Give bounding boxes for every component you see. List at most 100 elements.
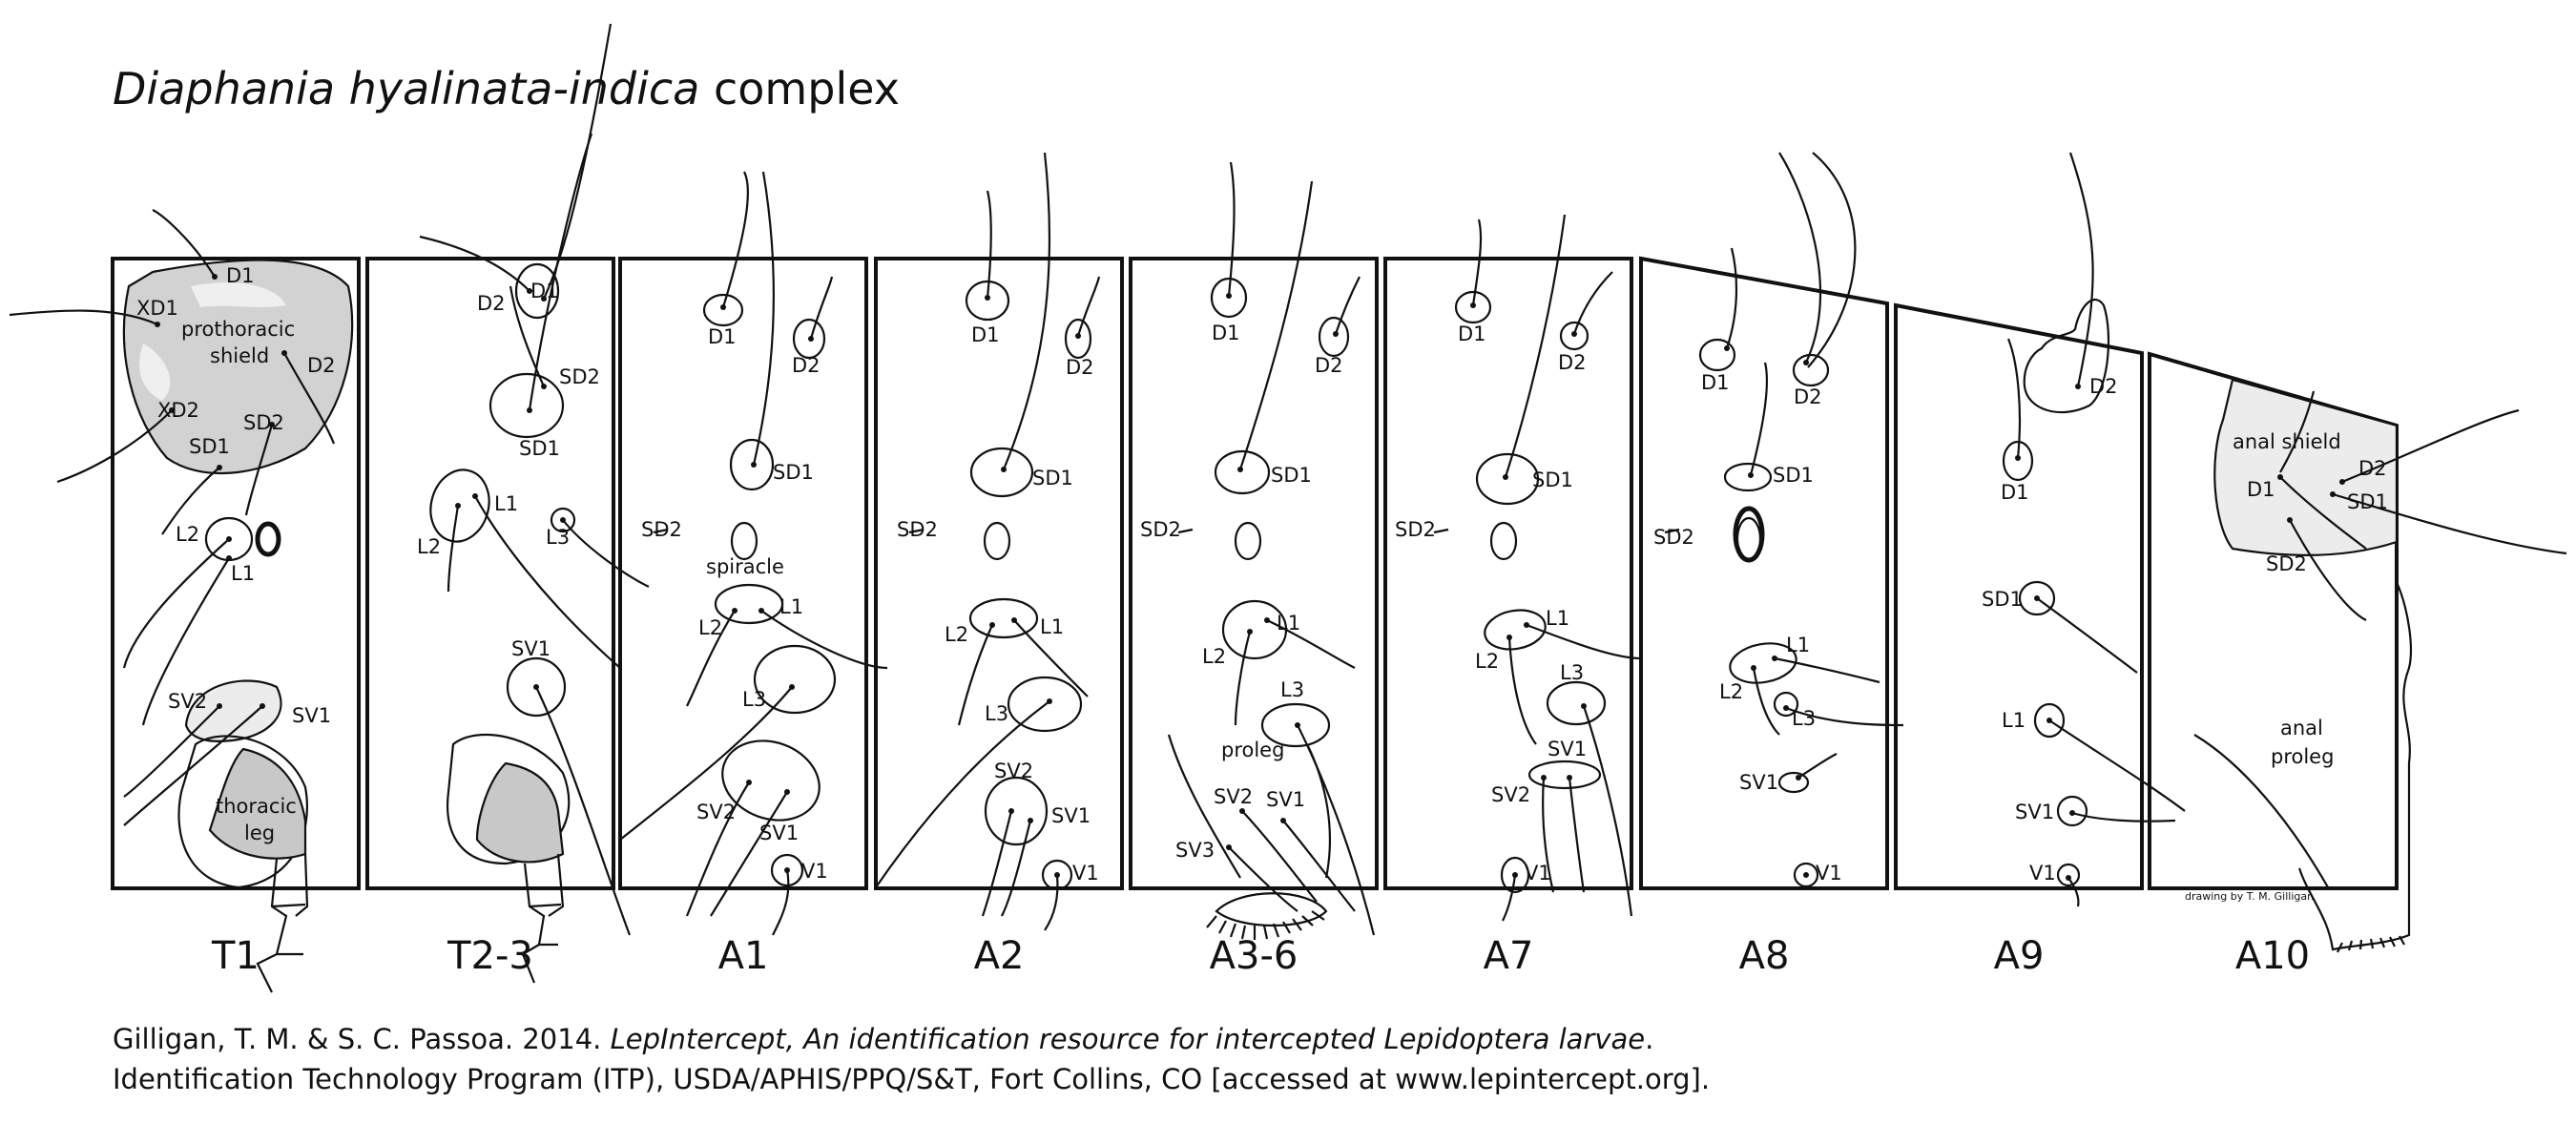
label-a1-sv1: SV1 [759,822,799,844]
label-a10-anal-shield: anal shield [2233,430,2341,453]
label-t1-thoracic: thoracic [216,795,297,818]
label-t23-l1: L1 [494,492,518,515]
label-a2-l1: L1 [1040,615,1064,638]
segment-name-a7: A7 [1484,934,1534,978]
label-a7-sd2: SD2 [1395,518,1436,541]
label-a36-d2: D2 [1315,354,1343,377]
label-t23-l3: L3 [546,526,570,549]
label-a10-d1: D1 [2247,478,2275,501]
label-t1-l2: L2 [176,523,199,546]
citation-authors: Gilligan, T. M. & S. C. Passoa. 2014. [113,1023,611,1055]
label-a2-l3: L3 [985,702,1008,725]
label-a9-sv1: SV1 [2015,801,2054,823]
label-t1-xd1: XD1 [136,297,178,320]
label-a36-l1: L1 [1277,612,1300,635]
segment-name-a3-6: A3-6 [1210,934,1298,978]
label-a2-d1: D1 [971,323,1000,346]
label-t23-d1: D1 [530,280,559,302]
label-a7-v1: V1 [1525,862,1551,885]
label-a8-d1: D1 [1701,371,1730,394]
label-a8-l3: L3 [1792,707,1816,730]
label-a36-sd2: SD2 [1140,518,1181,541]
label-t23-l2: L2 [417,535,441,558]
label-t23-sd2: SD2 [559,365,600,388]
label-a2-sv2: SV2 [994,760,1033,782]
label-a7-sv2: SV2 [1491,783,1530,806]
segment-a1-drawing [618,171,888,936]
label-a7-sd1: SD1 [1532,468,1573,491]
label-a7-l1: L1 [1546,607,1569,630]
citation-title: LepIntercept, An identification resource… [610,1023,1646,1055]
title-suffix: complex [699,63,900,114]
label-a2-l2: L2 [945,623,968,646]
citation-period: . [1645,1023,1654,1055]
label-a9-v1: V1 [2029,862,2056,885]
label-a8-sd2: SD2 [1653,526,1694,549]
label-a10-anal: anal [2280,717,2323,739]
segment-name-a10: A10 [2235,934,2310,978]
label-a9-l1: L1 [2002,709,2025,732]
label-a1-l2: L2 [698,616,722,639]
label-a8-l1: L1 [1786,634,1810,656]
label-a1-sd2: SD2 [641,518,682,541]
spiracle-a8 [1733,506,1765,563]
label-t1-prothoracic: prothoracic [181,318,295,341]
label-a1-spiracle: spiracle [706,555,784,578]
label-a10-d2: D2 [2358,457,2387,480]
label-a36-l2: L2 [1202,645,1226,668]
label-a8-l2: L2 [1719,680,1743,703]
segment-t2-3-drawing [365,23,650,984]
label-t1-sv1: SV1 [292,704,331,727]
segment-a7-drawing [1383,214,1642,922]
segment-a9-drawing [1894,152,2186,907]
label-a7-l3: L3 [1560,661,1584,684]
citation-line-1: Gilligan, T. M. & S. C. Passoa. 2014. Le… [113,1023,1653,1055]
label-t23-d2: D2 [477,292,506,315]
label-t1-d2: D2 [307,354,336,377]
label-a9-sd1: SD1 [1982,588,2023,611]
label-a7-sv1: SV1 [1548,738,1587,760]
label-t23-sd1: SD1 [519,437,560,460]
label-a36-sv3: SV3 [1175,839,1215,862]
label-a2-sd2: SD2 [897,518,938,541]
segment-a3-6-drawing [1129,161,1379,940]
label-a10-proleg: proleg [2271,745,2334,768]
label-a36-l3: L3 [1280,678,1304,701]
segment-name-a9: A9 [1994,934,2045,978]
segment-name-a2: A2 [974,934,1025,978]
label-t23-sv1: SV1 [511,637,551,660]
label-a10-sd2: SD2 [2266,552,2307,575]
label-t1-shield: shield [210,344,269,367]
segment-name-a8: A8 [1739,934,1790,978]
label-t1-xd2: XD2 [157,399,199,422]
label-a10-sd1: SD1 [2347,490,2388,513]
citation-line-2: Identification Technology Program (ITP),… [113,1063,1711,1095]
label-a36-sv2: SV2 [1214,785,1253,808]
label-a1-d1: D1 [708,325,737,348]
segment-t1-drawing [9,209,361,993]
label-a36-proleg: proleg [1221,739,1284,761]
segment-name-a1: A1 [718,934,769,978]
label-a9-d1: D1 [2001,481,2029,504]
label-t1-sv2: SV2 [168,690,207,713]
label-a1-sv2: SV2 [696,801,736,823]
label-a2-sd1: SD1 [1032,467,1073,489]
label-a1-d2: D2 [792,354,821,377]
label-a1-l3: L3 [742,688,766,711]
label-a8-v1: V1 [1816,862,1842,885]
label-a2-v1: V1 [1072,862,1099,885]
label-a7-l2: L2 [1475,650,1499,673]
label-a2-sv1: SV1 [1051,804,1091,827]
label-a36-sd1: SD1 [1271,464,1312,487]
label-t1-leg: leg [244,822,275,844]
spiracle-t1 [255,521,281,557]
label-t1-sd1: SD1 [189,435,230,458]
label-a36-d1: D1 [1212,322,1240,344]
segment-a2-drawing [874,152,1124,931]
label-a7-d1: D1 [1458,323,1486,345]
label-a9-d2: D2 [2089,375,2118,398]
label-a8-sd1: SD1 [1773,464,1814,487]
label-a1-sd1: SD1 [773,461,814,484]
label-t1-sd2: SD2 [243,411,284,434]
label-a36-sv1: SV1 [1266,788,1305,811]
